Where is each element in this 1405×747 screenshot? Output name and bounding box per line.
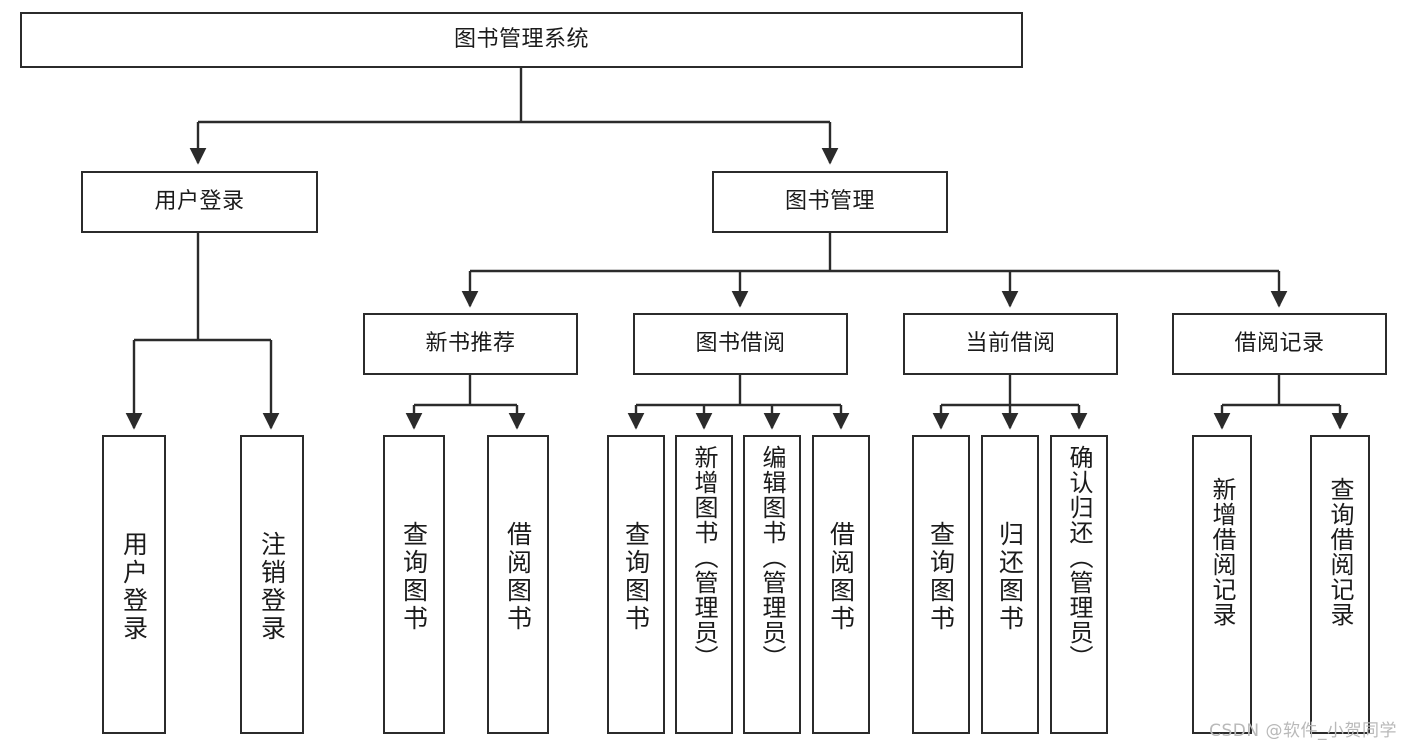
node-label: 用户登录 bbox=[154, 188, 245, 214]
node-label: 图书管理 bbox=[784, 188, 875, 214]
leaf-user-login-signout[interactable]: 注销登录 bbox=[240, 435, 304, 734]
node-label: 新增借阅记录 bbox=[1208, 477, 1236, 627]
leaf-new-book-borrow-books[interactable]: 借阅图书 bbox=[487, 435, 549, 734]
node-current-borrowing[interactable]: 当前借阅 bbox=[903, 313, 1118, 375]
leaf-record-add-borrow-record[interactable]: 新增借阅记录 bbox=[1192, 435, 1252, 734]
csdn-watermark: CSDN @软件_小贺同学 bbox=[1209, 721, 1397, 741]
node-borrowing-records[interactable]: 借阅记录 bbox=[1172, 313, 1387, 375]
node-label: 新书推荐 bbox=[425, 330, 516, 356]
node-label: 借阅图书 bbox=[503, 521, 533, 633]
leaf-borrow-edit-book-admin[interactable]: 编辑图书（管理员） bbox=[743, 435, 801, 734]
node-label: 确认归还（管理员） bbox=[1065, 445, 1093, 670]
node-root-book-management-system[interactable]: 图书管理系统 bbox=[20, 12, 1023, 68]
node-new-book-recommendation[interactable]: 新书推荐 bbox=[363, 313, 578, 375]
leaf-record-query-borrow-record[interactable]: 查询借阅记录 bbox=[1310, 435, 1370, 734]
node-label: 查询图书 bbox=[926, 521, 956, 633]
node-label: 借阅图书 bbox=[826, 521, 856, 633]
node-label: 查询图书 bbox=[399, 521, 429, 633]
node-label: 编辑图书（管理员） bbox=[758, 445, 786, 670]
leaf-borrow-add-book-admin[interactable]: 新增图书（管理员） bbox=[675, 435, 733, 734]
node-book-management[interactable]: 图书管理 bbox=[712, 171, 948, 233]
leaf-borrow-query-books[interactable]: 查询图书 bbox=[607, 435, 665, 734]
node-label: 查询图书 bbox=[621, 521, 651, 633]
leaf-current-confirm-return-admin[interactable]: 确认归还（管理员） bbox=[1050, 435, 1108, 734]
node-label: 注销登录 bbox=[257, 531, 287, 643]
node-label: 查询借阅记录 bbox=[1326, 477, 1354, 627]
node-label: 图书管理系统 bbox=[453, 26, 589, 52]
node-label: 归还图书 bbox=[995, 521, 1025, 633]
node-label: 当前借阅 bbox=[965, 330, 1056, 356]
node-label: 用户登录 bbox=[119, 531, 149, 643]
leaf-new-book-query-books[interactable]: 查询图书 bbox=[383, 435, 445, 734]
leaf-borrow-borrow-books[interactable]: 借阅图书 bbox=[812, 435, 870, 734]
node-label: 图书借阅 bbox=[695, 330, 786, 356]
leaf-current-query-books[interactable]: 查询图书 bbox=[912, 435, 970, 734]
node-label: 新增图书（管理员） bbox=[690, 445, 718, 670]
node-user-login[interactable]: 用户登录 bbox=[81, 171, 318, 233]
node-book-borrowing[interactable]: 图书借阅 bbox=[633, 313, 848, 375]
leaf-user-login-signin[interactable]: 用户登录 bbox=[102, 435, 166, 734]
node-label: 借阅记录 bbox=[1234, 330, 1325, 356]
leaf-current-return-books[interactable]: 归还图书 bbox=[981, 435, 1039, 734]
